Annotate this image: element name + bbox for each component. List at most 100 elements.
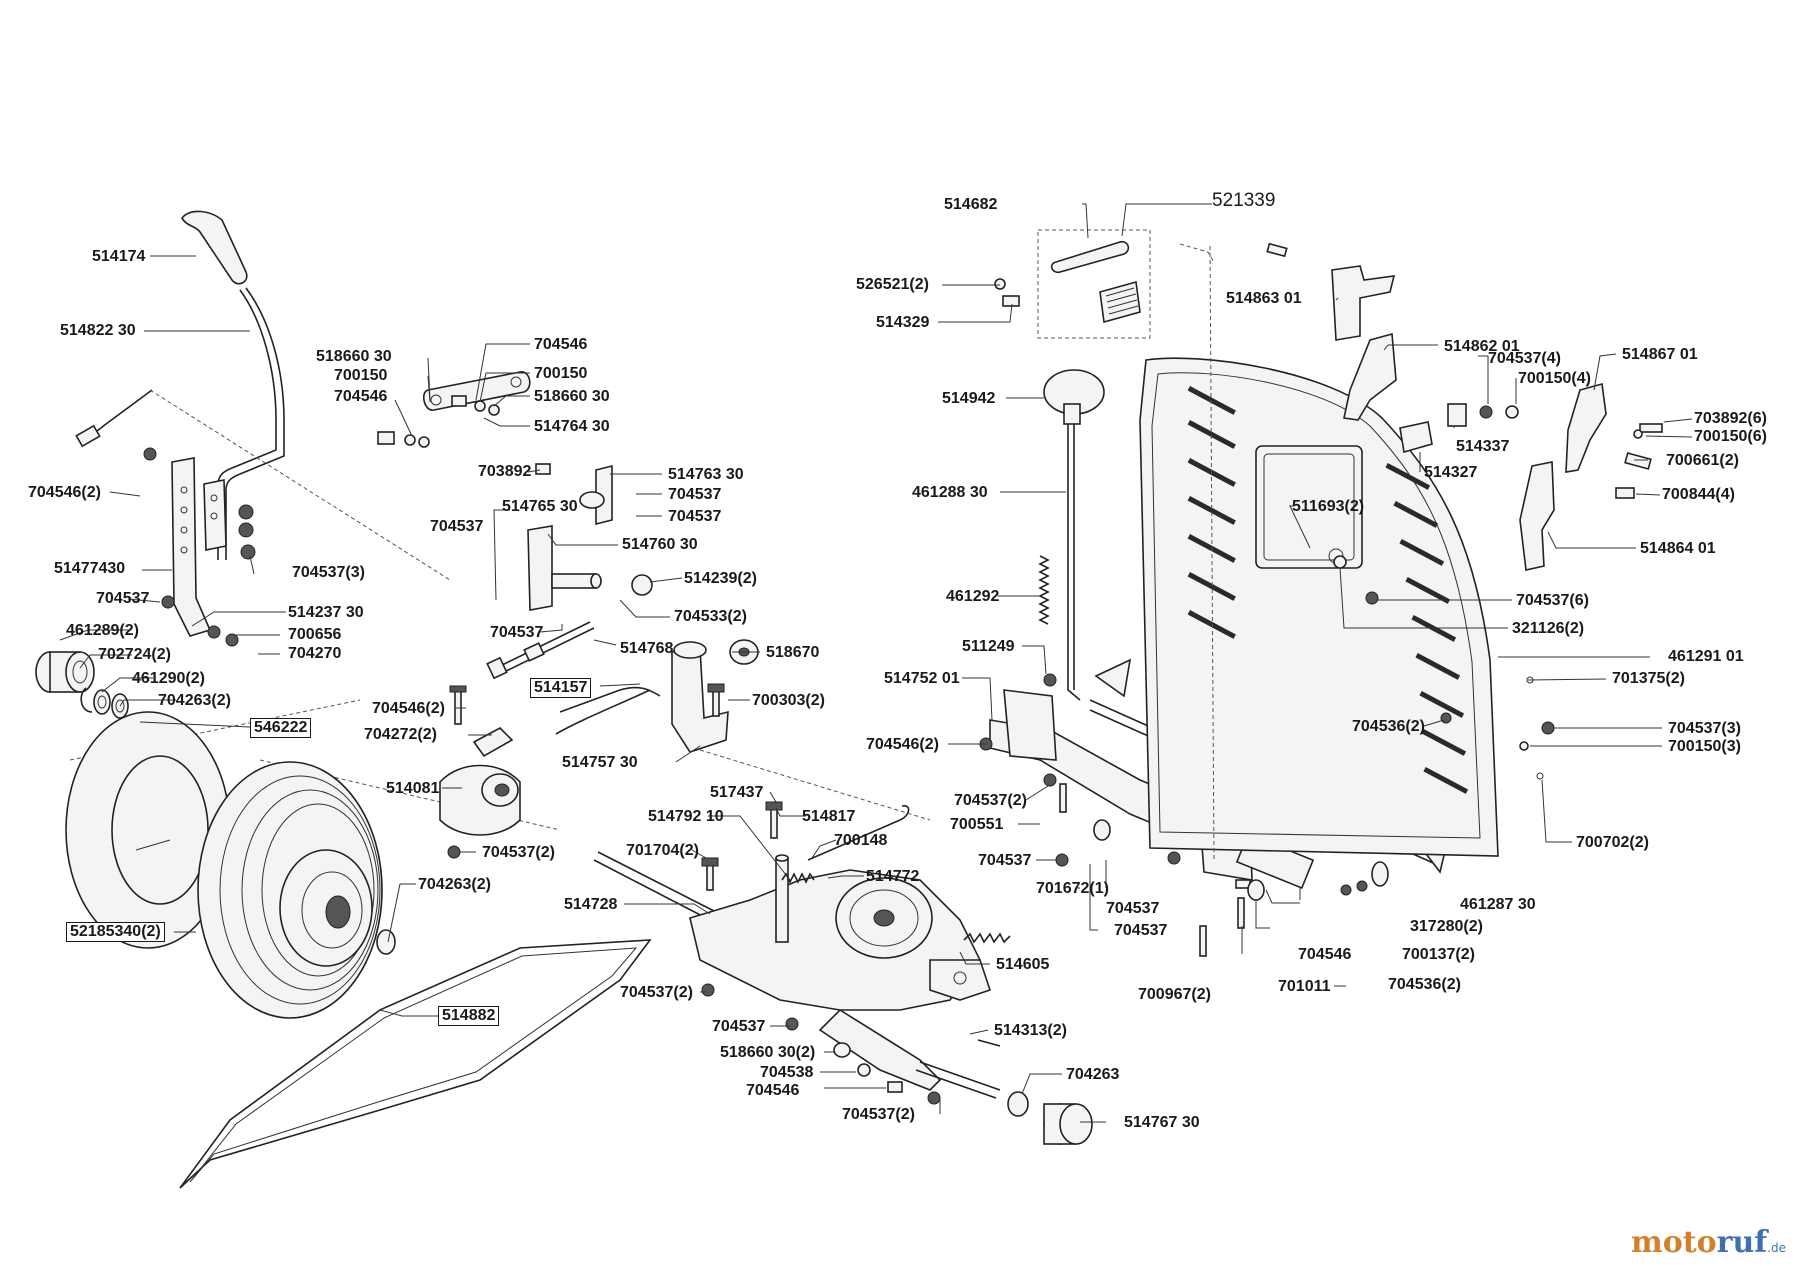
part-label: 518670	[766, 644, 820, 661]
part-label: 514337	[1456, 438, 1510, 455]
inset-box	[994, 229, 1151, 339]
part-label: 704537	[712, 1018, 766, 1035]
part-label: 461289(2)	[66, 622, 139, 639]
part-label: 700661(2)	[1666, 452, 1739, 469]
part-label: 704546(2)	[866, 736, 939, 753]
part-label: 704537	[96, 590, 150, 607]
part-label: 704537(4)	[1488, 350, 1561, 367]
knob-rod-part	[1043, 369, 1105, 701]
part-label: 514862 01	[1444, 338, 1520, 355]
part-label: 704546	[334, 388, 388, 405]
part-label: 704537(6)	[1516, 592, 1589, 609]
part-label: 514760 30	[622, 536, 698, 553]
part-label: 700137(2)	[1402, 946, 1475, 963]
part-label: 701704(2)	[626, 842, 699, 859]
part-label: 461292	[946, 588, 1000, 605]
part-label: 704537(2)	[954, 792, 1027, 809]
part-label: 514313(2)	[994, 1022, 1067, 1039]
assembly-label: 521339	[1212, 190, 1276, 211]
transaxle-part	[593, 851, 1001, 1099]
bolt-700303-part	[707, 683, 725, 717]
clamp-514081-part	[439, 685, 521, 859]
part-label: 701375(2)	[1612, 670, 1685, 687]
part-label: 514329	[876, 314, 930, 331]
part-label: 700150(6)	[1694, 428, 1767, 445]
part-label: 704263	[1066, 1066, 1120, 1083]
part-label: 704537	[668, 486, 722, 503]
bushing-part	[35, 651, 95, 693]
part-label: 514327	[1424, 464, 1478, 481]
spring-514605-part	[963, 932, 1011, 944]
part-label: 526521(2)	[856, 276, 929, 293]
part-label: 514817	[802, 808, 856, 825]
part-label: 700702(2)	[1576, 834, 1649, 851]
nut-cluster-part	[143, 447, 256, 647]
part-label: 700150	[534, 365, 588, 382]
part-label: 514764 30	[534, 418, 610, 435]
part-label: 514239(2)	[684, 570, 757, 587]
part-label: 704263(2)	[418, 876, 491, 893]
part-label: 704538	[760, 1064, 814, 1081]
part-label: 461287 30	[1460, 896, 1536, 913]
part-label: 51477430	[54, 560, 126, 577]
part-label: 514728	[564, 896, 618, 913]
lever-rod-part	[217, 287, 285, 560]
part-label: 704537(3)	[292, 564, 365, 581]
part-label: 700844(4)	[1662, 486, 1735, 503]
v-belt-part	[179, 939, 652, 1189]
part-label: 514081	[386, 780, 440, 797]
part-label: 518660 30	[316, 348, 392, 365]
part-label: 700150	[334, 367, 388, 384]
part-label: 511249	[962, 638, 1015, 655]
part-label: 704537	[978, 852, 1032, 869]
part-label: 704263(2)	[158, 692, 231, 709]
cable-end-part	[75, 389, 153, 448]
bracket-514867-part	[1565, 382, 1607, 473]
part-label: 703892(6)	[1694, 410, 1767, 427]
part-label: 704546(2)	[28, 484, 101, 501]
part-label: 518660 30	[534, 388, 610, 405]
part-label: 514757 30	[562, 754, 638, 771]
axle-hardware-part	[701, 801, 1093, 1145]
lever-handle-part	[181, 210, 248, 285]
part-label: 317280(2)	[1410, 918, 1483, 935]
switch-514327-part	[1399, 403, 1467, 454]
part-label-boxed: 546222	[250, 718, 312, 738]
part-label: 514822 30	[60, 322, 136, 339]
part-label: 514942	[942, 390, 996, 407]
part-label: 514237 30	[288, 604, 364, 621]
part-label: 514765 30	[502, 498, 578, 515]
part-label: 704537(2)	[842, 1106, 915, 1123]
part-label: 701011	[1278, 978, 1331, 995]
site-watermark-logo: motoruf.de	[1631, 1225, 1786, 1260]
part-label: 704546	[534, 336, 588, 353]
part-label: 704533(2)	[674, 608, 747, 625]
part-label: 514605	[996, 956, 1050, 973]
part-label: 704537(2)	[620, 984, 693, 1001]
part-label: 700656	[288, 626, 342, 643]
part-label: 702724(2)	[98, 646, 171, 663]
part-label: 514763 30	[668, 466, 744, 483]
bracket-514862-part	[1343, 332, 1397, 421]
part-label: 517437	[710, 784, 764, 801]
part-label: 514174	[92, 248, 146, 265]
pedal-bracket-part	[559, 641, 729, 753]
bracket-514760-part	[527, 525, 653, 611]
part-label: 461291 01	[1668, 648, 1744, 665]
part-label: 514867 01	[1622, 346, 1698, 363]
part-label: 704272(2)	[364, 726, 437, 743]
part-label: 514682	[944, 196, 998, 213]
part-label: 514863 01	[1226, 290, 1302, 307]
part-label: 514864 01	[1640, 540, 1716, 557]
part-label: 704537	[1106, 900, 1160, 917]
wheel-assembly-part	[197, 761, 396, 1019]
part-label: 700967(2)	[1138, 986, 1211, 1003]
part-label: 704536(2)	[1388, 976, 1461, 993]
part-label: 704537(2)	[482, 844, 555, 861]
part-label: 700551	[950, 816, 1004, 833]
bracket-514864-part	[1519, 461, 1555, 571]
part-label: 700303(2)	[752, 692, 825, 709]
part-label: 321126(2)	[1512, 620, 1585, 637]
part-label: 704537	[430, 518, 484, 535]
part-label-boxed: 52185340(2)	[66, 922, 165, 942]
